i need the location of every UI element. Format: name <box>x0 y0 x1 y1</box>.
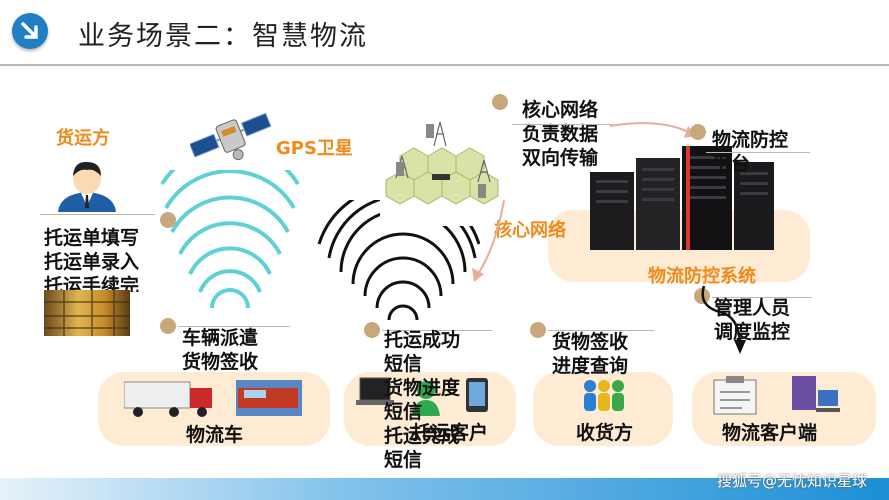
core-network-label: 核心网络 <box>494 220 566 241</box>
shipping-dot <box>364 322 380 338</box>
shipper-steps: 托运单填写 托运单录入 托运手续完 <box>44 226 164 292</box>
manager-arrow <box>701 285 746 354</box>
shipper-step-1: 托运单填写 <box>44 227 140 249</box>
core-network-steps: 核心网络 负责数据 双向传输 <box>522 98 598 170</box>
data-flow-arrows <box>472 122 696 282</box>
truck-icon <box>123 380 304 424</box>
shipping-step-1: 托运成功 <box>384 329 461 351</box>
truck-label: 物流车 <box>186 424 244 446</box>
gps-label: GPS卫星 <box>276 138 353 159</box>
truck-dot <box>160 318 176 334</box>
shipping-customer-label: 托运客户 <box>412 422 489 444</box>
platform-divider <box>706 152 810 153</box>
manager-line-2: 调度监控 <box>714 321 791 343</box>
arrow-down-right-icon <box>12 13 48 49</box>
core-network-dot <box>492 94 508 110</box>
receiver-label: 收货方 <box>576 422 634 444</box>
receiver-steps: 货物签收 进度查询 <box>552 330 628 378</box>
shipping-step-5: 托运完成 <box>384 425 461 447</box>
manager-divider <box>712 297 812 298</box>
truck-step-2: 货物签收 <box>182 351 259 373</box>
client-label: 物流客户端 <box>722 422 818 444</box>
control-system-label: 物流防控系统 <box>648 266 756 287</box>
core-network-line-3: 双向传输 <box>522 147 599 169</box>
truck-step-1: 车辆派遣 <box>182 327 259 349</box>
platform-line-1: 物流防控 <box>712 129 789 151</box>
manager-line-1: 管理人员 <box>714 297 791 319</box>
footer-bar <box>0 478 889 500</box>
gps-signal-waves <box>160 170 300 309</box>
warehouse-image <box>44 290 130 336</box>
receiver-step-1: 货物签收 <box>552 331 629 353</box>
person-icon <box>54 160 120 216</box>
shipper-label: 货运方 <box>56 128 110 149</box>
core-network-line-2: 负责数据 <box>522 123 599 145</box>
satellite-icon <box>188 104 272 174</box>
title-bar <box>0 0 889 66</box>
shipping-step-2: 短信 <box>384 353 423 375</box>
shipping-divider <box>382 330 492 331</box>
core-network-line-1: 核心网络 <box>522 99 599 121</box>
truck-divider <box>178 326 290 327</box>
platform-text: 物流防控 平台 <box>712 128 788 176</box>
shipper-dot <box>160 212 176 228</box>
shipping-step-3: 货物进度 <box>384 377 461 399</box>
clipboard-computer-icon <box>712 376 842 420</box>
receiver-divider <box>548 330 654 331</box>
watermark-text: 搜狐号@无忧知识星球 <box>716 472 867 490</box>
manager-text: 管理人员 调度监控 <box>714 296 790 344</box>
shipping-step-6: 短信 <box>384 449 423 471</box>
shipper-divider <box>40 214 155 215</box>
devices-icon <box>356 376 496 420</box>
receiver-dot <box>530 322 546 338</box>
shipping-step-4: 短信 <box>384 401 423 423</box>
shipper-step-2: 托运单录入 <box>44 251 140 273</box>
shipper-step-3: 托运手续完 <box>44 275 140 292</box>
core-network-diagram <box>380 116 502 226</box>
truck-steps: 车辆派遣 货物签收 <box>182 326 258 374</box>
server-rack-image <box>588 144 778 258</box>
people-icon <box>578 378 630 416</box>
platform-dot <box>690 124 706 140</box>
title-divider <box>0 64 889 66</box>
receiver-step-2: 进度查询 <box>552 355 629 377</box>
core-network-divider <box>512 124 612 125</box>
page-title: 业务场景二：智慧物流 <box>78 21 368 52</box>
shipping-steps: 托运成功 短信 货物进度 短信 托运完成 短信 <box>384 328 460 472</box>
platform-line-2: 平台 <box>712 153 751 175</box>
